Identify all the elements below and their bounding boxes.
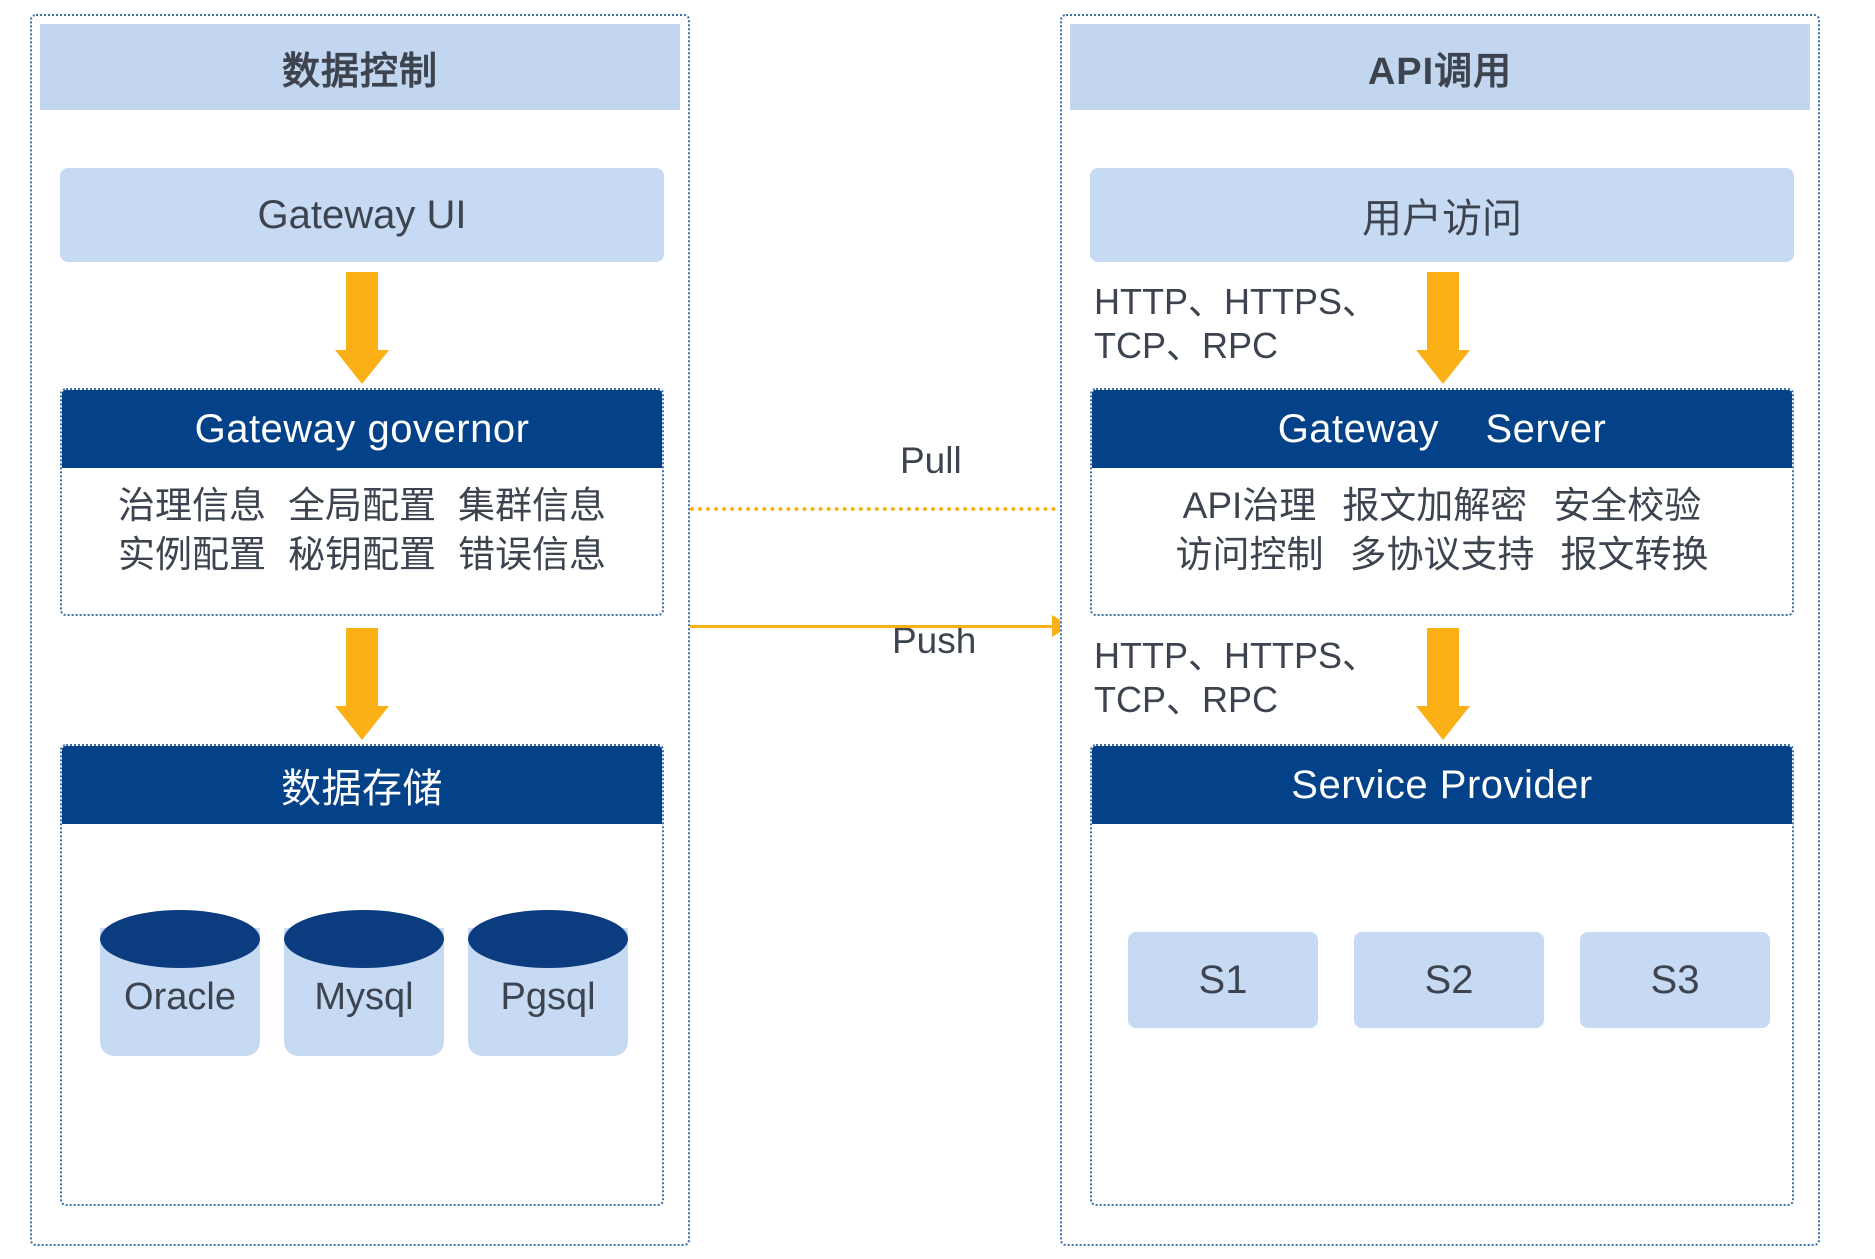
panel-right-title: API调用 <box>1070 24 1810 110</box>
server-feature-row-1: API治理 报文加解密 安全校验 <box>1183 482 1702 531</box>
gateway-server-box[interactable]: Gateway Server API治理 报文加解密 安全校验 访问控制 多协议… <box>1090 388 1794 616</box>
cylinder-top <box>284 910 444 968</box>
gateway-server-title: Gateway Server <box>1092 390 1792 468</box>
gateway-ui-box[interactable]: Gateway UI <box>60 168 664 262</box>
database-label: Oracle <box>124 976 236 1018</box>
pull-line <box>690 507 1056 511</box>
database-cylinder-mysql[interactable]: Mysql <box>284 910 444 1062</box>
governor-feature-row-2: 实例配置 秘钥配置 错误信息 <box>118 531 606 580</box>
arrow-ui-to-governor <box>335 272 389 384</box>
database-label: Pgsql <box>500 976 596 1018</box>
server-feature: API治理 <box>1182 485 1317 526</box>
server-feature: 多协议支持 <box>1349 533 1535 575</box>
gateway-governor-features: 治理信息 全局配置 集群信息 实例配置 秘钥配置 错误信息 <box>62 468 662 592</box>
server-feature-row-2: 访问控制 多协议支持 报文转换 <box>1176 531 1709 580</box>
gateway-governor-box[interactable]: Gateway governor 治理信息 全局配置 集群信息 实例配置 秘钥配… <box>60 388 664 616</box>
server-feature: 访问控制 <box>1175 533 1324 575</box>
panel-data-control: 数据控制 Gateway UI Gateway governor 治理信息 全局… <box>30 14 690 1246</box>
protocol-label-bottom: HTTP、HTTPS、 TCP、RPC <box>1094 635 1378 720</box>
push-connector <box>690 615 1070 637</box>
pull-label: Pull <box>900 440 962 481</box>
cylinder-top <box>100 910 260 968</box>
panel-left-title: 数据控制 <box>40 24 680 110</box>
database-group: Oracle Mysql Pgsql <box>62 824 662 1204</box>
service-box-s3[interactable]: S3 <box>1580 932 1770 1028</box>
service-box-s2[interactable]: S2 <box>1354 932 1544 1028</box>
service-provider-title: Service Provider <box>1092 746 1792 824</box>
database-label: Mysql <box>314 976 414 1018</box>
panel-api-invocation: API调用 用户访问 HTTP、HTTPS、 TCP、RPC Gateway S… <box>1060 14 1820 1246</box>
service-group: S1 S2 S3 <box>1092 824 1792 1204</box>
server-feature: 报文加解密 <box>1342 485 1528 526</box>
governor-feature: 治理信息 <box>118 485 266 526</box>
governor-feature: 实例配置 <box>118 533 266 575</box>
gateway-governor-title: Gateway governor <box>62 390 662 468</box>
gateway-server-features: API治理 报文加解密 安全校验 访问控制 多协议支持 报文转换 <box>1092 468 1792 592</box>
server-feature: 安全校验 <box>1553 485 1702 526</box>
database-cylinder-oracle[interactable]: Oracle <box>100 910 260 1062</box>
governor-feature: 全局配置 <box>288 485 436 526</box>
arrow-governor-to-storage <box>335 628 389 740</box>
pull-connector <box>690 498 1070 520</box>
cylinder-top <box>468 910 628 968</box>
protocol-label-top: HTTP、HTTPS、 TCP、RPC <box>1094 281 1378 366</box>
push-line <box>690 625 1056 628</box>
service-provider-box[interactable]: Service Provider S1 S2 S3 <box>1090 744 1794 1206</box>
governor-feature-row-1: 治理信息 全局配置 集群信息 <box>118 482 606 531</box>
data-storage-title: 数据存储 <box>62 746 662 824</box>
service-box-s1[interactable]: S1 <box>1128 932 1318 1028</box>
server-feature: 报文转换 <box>1560 533 1709 575</box>
arrow-gateway-to-provider <box>1416 628 1470 740</box>
data-storage-box[interactable]: 数据存储 Oracle Mysql Pgsql <box>60 744 664 1206</box>
database-cylinder-pgsql[interactable]: Pgsql <box>468 910 628 1062</box>
governor-feature: 集群信息 <box>458 485 606 526</box>
governor-feature: 秘钥配置 <box>288 533 436 575</box>
arrow-user-to-gateway <box>1416 272 1470 384</box>
user-access-box[interactable]: 用户访问 <box>1090 168 1794 262</box>
governor-feature: 错误信息 <box>458 533 606 575</box>
